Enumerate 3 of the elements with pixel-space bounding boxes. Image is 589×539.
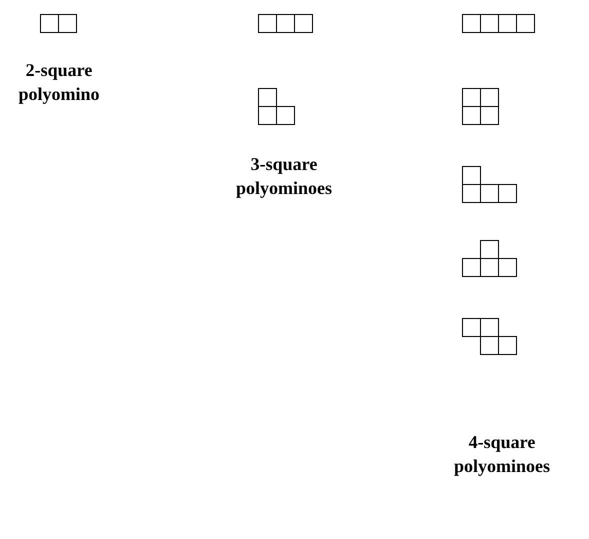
caption-text: 4-square polyominoes xyxy=(452,431,551,478)
caption-text: 3-square polyominoes xyxy=(234,153,333,200)
caption-text: 2-square polyomino xyxy=(17,59,101,106)
